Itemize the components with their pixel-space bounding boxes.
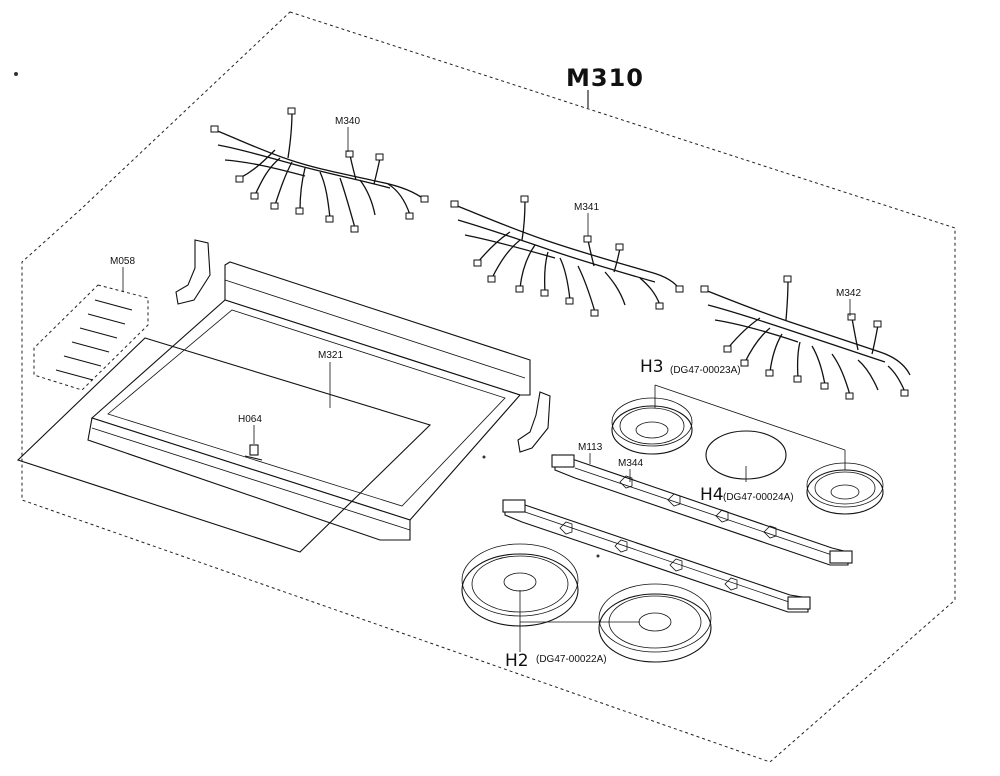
cooktop-frame-m321 [87, 261, 531, 541]
label-h064: H064 [238, 414, 262, 425]
label-m113: M113 [578, 442, 603, 453]
wire-harness-m340 [210, 107, 429, 233]
side-bracket-left [175, 239, 211, 305]
assembly-label: M310 [566, 64, 644, 92]
bracket-clip-h064 [244, 444, 263, 461]
label-h3-part: (DG47-00023A) [670, 365, 741, 376]
stray-mark [482, 455, 486, 459]
burner-element-h2-right [598, 583, 712, 663]
label-m058: M058 [110, 256, 135, 267]
wire-harness-m341 [450, 195, 684, 317]
label-m340: M340 [335, 116, 360, 127]
label-m341: M341 [574, 202, 599, 213]
assembly-boundary [21, 11, 956, 763]
label-h2-code: H2 [505, 651, 529, 671]
label-m321: M321 [318, 350, 343, 361]
stray-mark [596, 554, 600, 558]
wire-harness-m342 [700, 275, 911, 400]
label-h3-code: H3 [640, 357, 664, 377]
leader-h3-b [654, 384, 846, 451]
burner-bracket-lower [502, 499, 811, 613]
side-bracket-right [517, 391, 551, 453]
glass-panel [16, 337, 432, 553]
burner-element-h3-right [806, 462, 884, 515]
label-h4-part: (DG47-00024A) [723, 492, 794, 503]
label-h4-code: H4 [700, 485, 724, 505]
burner-bracket-m113 [551, 454, 853, 566]
stray-mark [14, 72, 18, 76]
label-m342: M342 [836, 288, 861, 299]
label-m344: M344 [618, 458, 643, 469]
label-h2-part: (DG47-00022A) [536, 654, 607, 665]
vent-trim-m058 [33, 284, 149, 391]
burner-element-h3 [611, 397, 693, 455]
